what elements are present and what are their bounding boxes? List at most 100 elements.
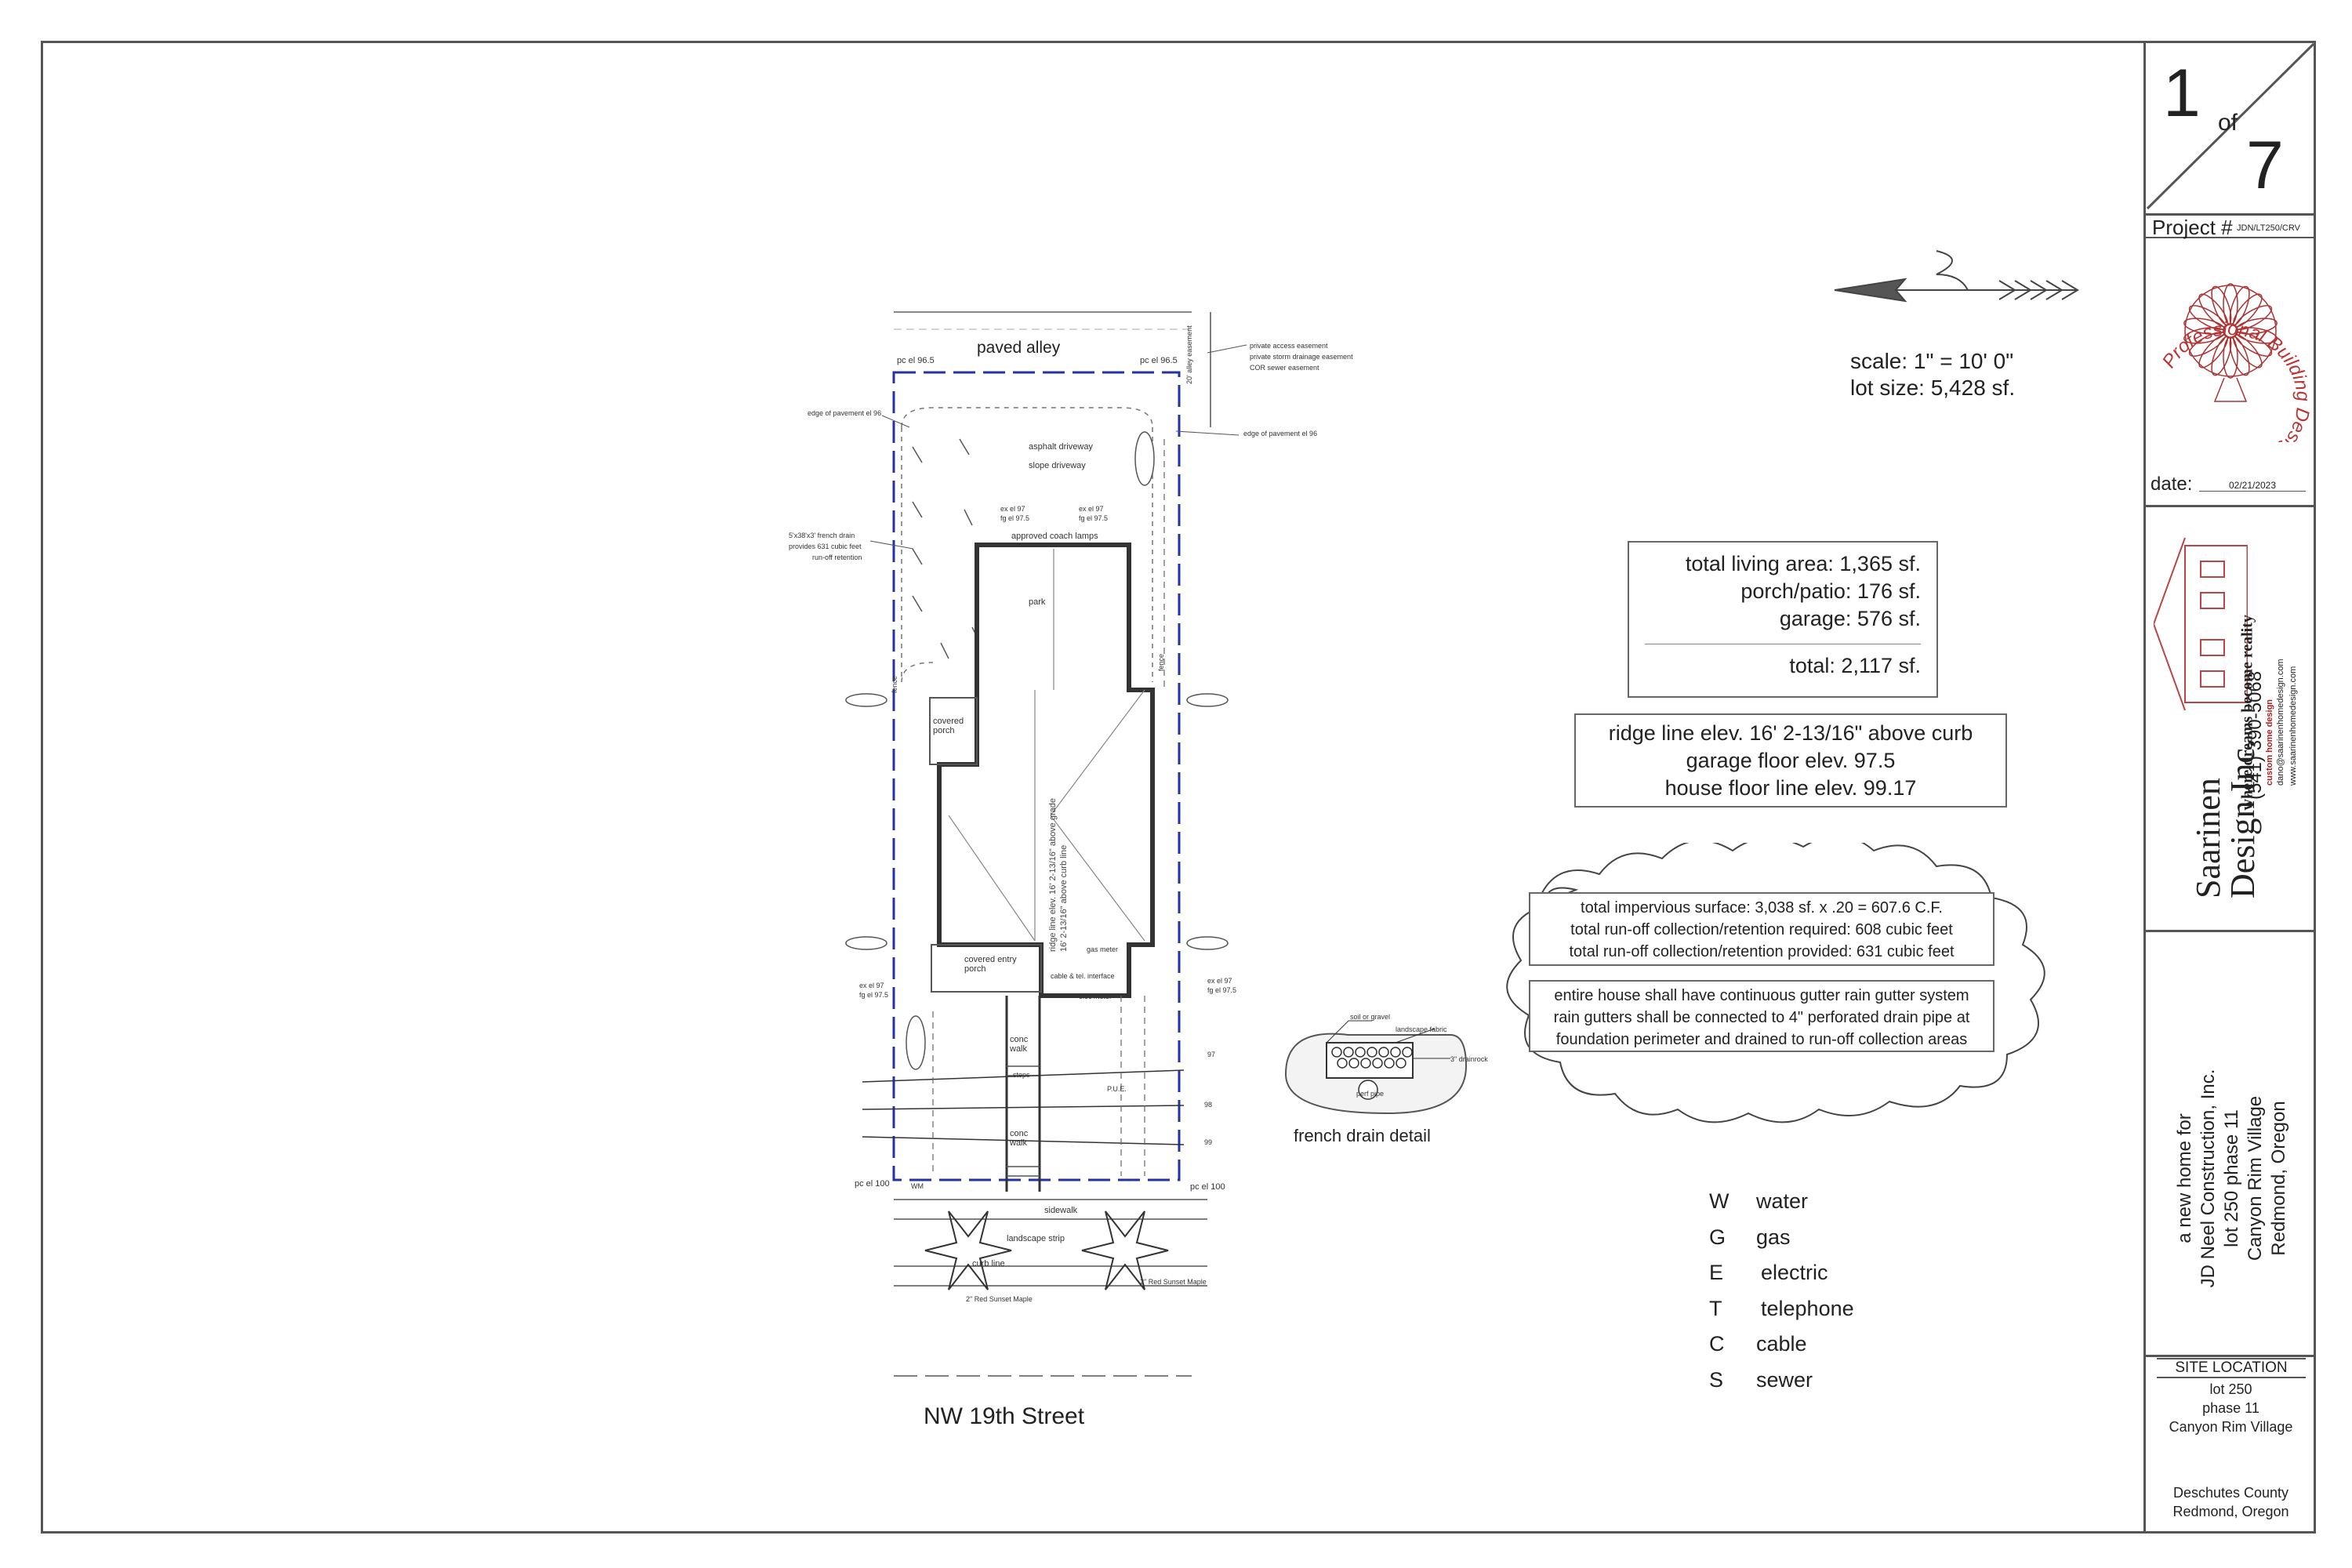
- site-location-details: lot 250 phase 11 Canyon Rim Village: [2146, 1380, 2316, 1436]
- date-label: date:: [2151, 474, 2193, 495]
- pue-label: P.U.E.: [1107, 1085, 1127, 1093]
- ridge-note-2: 16' 2-13/16" above curb line: [1059, 844, 1069, 952]
- site-location-county: Deschutes County: [2172, 1485, 2289, 1501]
- legend-label: electric: [1761, 1261, 1828, 1284]
- drainage-impervious: total impervious surface: 3,038 sf. x .2…: [1581, 899, 1943, 916]
- tree-icon: [1081, 1210, 1169, 1290]
- alley-easement-label: 20' alley easement: [1185, 325, 1193, 384]
- area-total: total: 2,117 sf.: [1789, 654, 1921, 677]
- maple-label-1: 2" Red Sunset Maple: [966, 1295, 1033, 1303]
- elev-house-floor: house floor line elev. 99.17: [1664, 776, 1917, 800]
- cable-tel-label: cable & tel. interface: [1051, 972, 1115, 980]
- driveway-hatch: [912, 438, 981, 659]
- concrete-walk: [1005, 996, 1041, 1192]
- contour-98-label: 98: [1204, 1101, 1213, 1109]
- project-number-row: Project # JDN/LT250/CRV: [2146, 213, 2316, 239]
- scale-text: scale: 1" = 10' 0": [1850, 349, 2014, 373]
- site-location-box: SITE LOCATION lot 250 phase 11 Canyon Ri…: [2146, 1358, 2316, 1530]
- title-block: 1 of 7 Project # JDN/LT250/CRV: [2143, 41, 2316, 1534]
- elevation-box: ridge line elev. 16' 2-13/16" above curb…: [1574, 713, 2007, 808]
- fd-fabric-label: landscape fabric: [1396, 1025, 1447, 1033]
- covered-porch-outline: [929, 697, 978, 765]
- seal-text: Professional Building Designer: [2158, 318, 2314, 442]
- legend-label: gas: [1756, 1225, 1791, 1249]
- gutter-note-1: entire house shall have continuous gutte…: [1554, 987, 1969, 1004]
- fg-el-d: fg el 97.5: [1207, 986, 1237, 994]
- steps-label: steps: [1013, 1071, 1030, 1079]
- client-line2: JD Neel Construction, Inc.: [2198, 1069, 2219, 1288]
- slope-driveway-label: slope driveway: [1029, 461, 1086, 470]
- sheet-number-divider: [2146, 42, 2315, 210]
- designer-website: www.saarinenhomedesign.com: [2288, 666, 2298, 786]
- tree-icon: [924, 1210, 1012, 1290]
- french-drain-note-2: provides 631 cubic feet: [789, 543, 862, 550]
- gas-meter-label: gas meter: [1087, 946, 1119, 953]
- gutter-note-2: rain gutters shall be connected to 4" pe…: [1553, 1009, 1970, 1026]
- paved-alley-label: paved alley: [977, 339, 1061, 357]
- setback-lines: [901, 407, 1153, 683]
- section-markers: [845, 431, 1229, 1070]
- french-drain-caption: french drain detail: [1294, 1126, 1431, 1145]
- edge-pavement-right: edge of pavement el 96: [1243, 430, 1318, 437]
- legend-label: sewer: [1756, 1367, 1813, 1392]
- area-garage: garage: 576 sf.: [1779, 607, 1921, 630]
- covered-entry-porch-outline: [931, 944, 1042, 993]
- project-value: JDN/LT250/CRV: [2237, 223, 2300, 233]
- sheet-number: 1: [2163, 56, 2201, 131]
- client-line1: a new home for: [2174, 1113, 2195, 1243]
- client-line4: Canyon Rim Village: [2245, 1095, 2266, 1261]
- ex-el-a: ex el 97: [1000, 505, 1025, 513]
- legend-code: G: [1709, 1225, 1726, 1249]
- site-location-subdivision: Canyon Rim Village: [2169, 1419, 2293, 1435]
- legend-code: T: [1709, 1296, 1722, 1320]
- pc-el-street-right: pc el 100: [1190, 1182, 1225, 1192]
- curb-line-label: curb line: [972, 1259, 1005, 1269]
- elec-meter-label: elec meter: [1079, 993, 1112, 1000]
- designer-email: dano@saarinenhomedesign.com: [2276, 659, 2285, 786]
- lot-size-text: lot size: 5,428 sf.: [1850, 376, 2016, 400]
- legend-label: water: [1756, 1189, 1809, 1213]
- designer-name: Saarinen Design Inc.: [2189, 739, 2262, 898]
- ex-el-c: ex el 97: [859, 982, 884, 989]
- coach-lamps-label: approved coach lamps: [1011, 532, 1098, 541]
- sheet-of-label: of: [2218, 110, 2238, 136]
- asphalt-driveway-label: asphalt driveway: [1029, 442, 1093, 452]
- elev-garage-floor: garage floor elev. 97.5: [1686, 749, 1896, 772]
- landscape-strip-label: landscape strip: [1007, 1234, 1065, 1243]
- designer-branding-box: Saarinen Design Inc. where dreams become…: [2146, 506, 2316, 932]
- site-location-city: Redmond, Oregon: [2172, 1504, 2289, 1519]
- covered-entry-label: covered entry porch: [964, 955, 1017, 974]
- edge-pavement-left: edge of pavement el 96: [808, 409, 882, 417]
- seal-text-path: Professional Building Designer: [2158, 318, 2314, 442]
- client-line3: lot 250 phase 11: [2221, 1109, 2242, 1247]
- site-location-lot: lot 250: [2209, 1381, 2252, 1397]
- pc-el-alley-left: pc el 96.5: [897, 356, 935, 365]
- street-name-label: NW 19th Street: [924, 1403, 1085, 1429]
- designer-seal-logo: Professional Building Designer: [2158, 283, 2314, 442]
- legend-code: C: [1709, 1332, 1725, 1356]
- french-drain-detail-drawing: [1284, 1020, 1468, 1115]
- legend-code: E: [1709, 1261, 1724, 1284]
- date-value: 02/21/2023: [2199, 480, 2306, 492]
- conc-walk-upper-label: conc walk: [1010, 1035, 1029, 1054]
- contour-97-label: 97: [1207, 1051, 1216, 1058]
- easement-note-1: private access easement: [1250, 342, 1328, 350]
- house-footprint: [937, 543, 1155, 998]
- pc-el-street-left: pc el 100: [855, 1179, 890, 1189]
- ridge-note-1: ridge line elev. 16' 2-13/16" above grad…: [1048, 798, 1058, 952]
- ex-el-d: ex el 97: [1207, 977, 1232, 985]
- contour-99-label: 99: [1204, 1138, 1213, 1146]
- client-box: a new home for JD Neel Construction, Inc…: [2146, 931, 2316, 1357]
- legend-label: telephone: [1761, 1296, 1854, 1320]
- roof-lines: [948, 549, 1145, 942]
- conc-walk-lower-label: conc walk: [1010, 1129, 1029, 1148]
- designer-phone: (541) 390-5068: [2245, 670, 2266, 800]
- leader-lines: [869, 344, 1247, 550]
